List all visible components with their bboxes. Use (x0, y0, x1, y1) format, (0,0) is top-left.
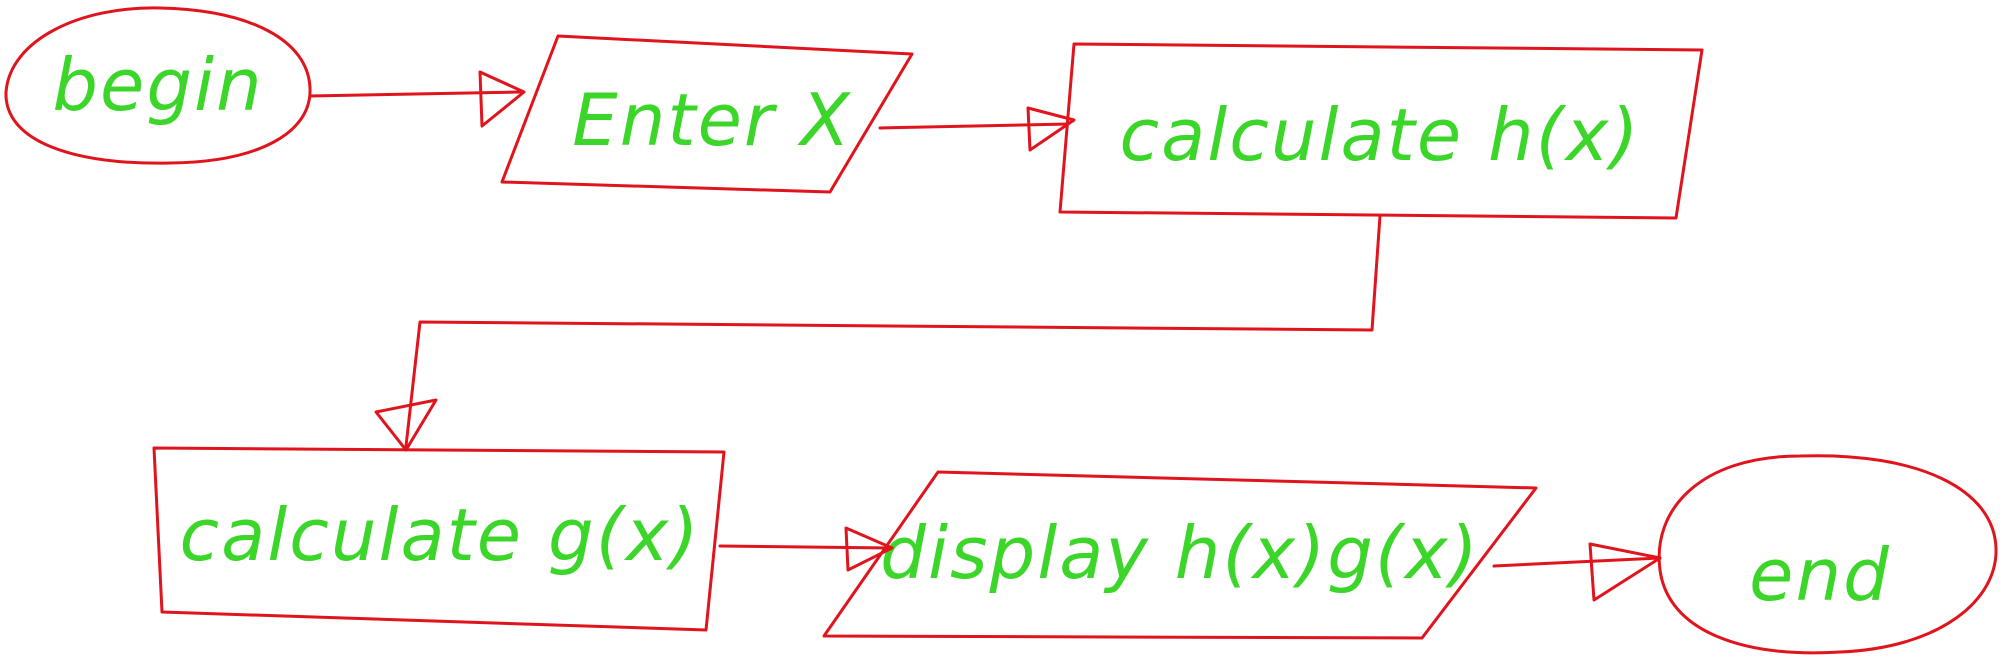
calc-h-label: calculate h(x) (1120, 93, 1641, 177)
calc-g-rectangle (152, 446, 726, 632)
edge-calc-g-to-display (718, 526, 894, 572)
enter-x-to-calc-h-line (878, 122, 1070, 130)
display-parallelogram (822, 470, 1538, 640)
calc-g-to-display-arrowhead (844, 526, 894, 572)
end-label: end (1749, 533, 1891, 617)
edge-display-to-end (1492, 542, 1662, 602)
edge-enter-x-to-calc-h (878, 106, 1076, 152)
enter-x-parallelogram (500, 34, 914, 194)
begin-label: begin (52, 43, 263, 127)
node-display: display h(x)g(x) (822, 470, 1538, 640)
display-to-end-line (1492, 556, 1662, 568)
node-calc-g: calculate g(x) (152, 446, 726, 632)
calc-h-to-calc-g-line (404, 214, 1382, 448)
node-end: end (1657, 454, 1998, 655)
node-enter-x: Enter X (500, 34, 914, 194)
display-label: display h(x)g(x) (880, 511, 1479, 595)
begin-to-enter-x-arrowhead (478, 70, 526, 128)
display-to-end-arrowhead (1588, 542, 1662, 602)
begin-to-enter-x-line (308, 90, 522, 98)
enter-x-label: Enter X (572, 78, 851, 162)
node-begin: begin (4, 6, 312, 165)
calc-g-label: calculate g(x) (180, 493, 701, 577)
edge-begin-to-enter-x (308, 70, 526, 128)
enter-x-to-calc-h-arrowhead (1026, 106, 1076, 152)
calc-g-to-display-line (718, 544, 892, 550)
end-ellipse (1657, 454, 1998, 655)
edge-calc-h-to-calc-g (374, 214, 1382, 452)
calc-h-to-calc-g-arrowhead (374, 398, 438, 452)
begin-ellipse (4, 6, 312, 165)
calc-h-rectangle (1058, 42, 1704, 220)
node-calc-h: calculate h(x) (1058, 42, 1704, 220)
